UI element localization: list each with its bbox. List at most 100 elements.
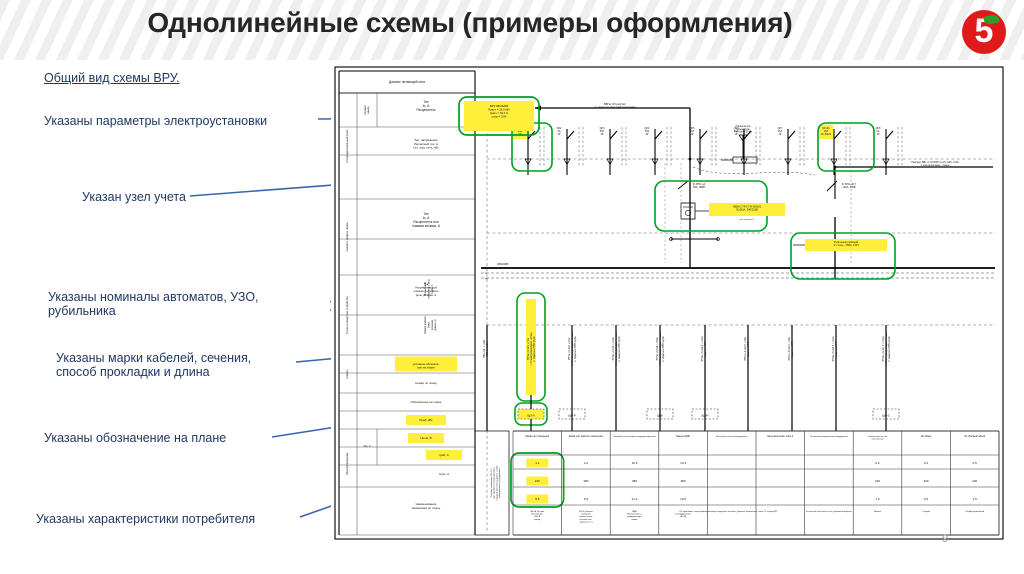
incomer-right-switch-icon bbox=[826, 180, 838, 192]
cable-label-8: ВВГнг-LS-3х2,5, L=12мскрытно в ВРУ bbox=[833, 336, 838, 361]
junction-dot-0 bbox=[688, 157, 692, 161]
sheet-border bbox=[334, 66, 1004, 540]
title-block-side-caption-0: Распределительный пункт bbox=[345, 129, 349, 163]
annotation-label-7: Указаны характеристики потребителя bbox=[36, 512, 256, 526]
outgoing-bus-label: Распред. ВВГ от 2/3 ВРУ кз 4,5 1х25, L=9… bbox=[911, 161, 959, 167]
meter-dial-icon bbox=[685, 210, 691, 216]
breaker-contact-5 bbox=[743, 130, 752, 140]
annotation-label-2: Указан узел учета bbox=[82, 190, 186, 204]
energy-meter-icon bbox=[680, 202, 696, 220]
table-cell-0-1: 220 bbox=[535, 479, 540, 483]
tb-voltage: Uном, В bbox=[420, 436, 431, 440]
meter-terminal-left bbox=[669, 237, 673, 241]
callout-QF Д1-box bbox=[817, 122, 875, 172]
supply-network-header: Данные питающей сети bbox=[389, 80, 425, 84]
header-chevron-pattern bbox=[0, 0, 1024, 62]
table-cell-highlight-0-2 bbox=[526, 494, 549, 504]
cable-label-0: ПВ3-1х6 / L=10мПВ3-1х1 кВ/м bbox=[484, 340, 489, 358]
table-col-header-0: Шкаф-щит освещения bbox=[525, 435, 550, 438]
table-col-header-2: Шкаф-щит вентиляции и кондиционирования bbox=[613, 435, 655, 438]
pyaterochka-logo-icon: 5 bbox=[962, 10, 1006, 54]
tb-current-work-highlight bbox=[426, 450, 462, 460]
meter-input-switch-icon bbox=[677, 180, 689, 190]
table-cell-8-0: 0,1 bbox=[924, 461, 929, 465]
tb-cable: Марка кабеля(тип)сечениедлина, м bbox=[423, 316, 437, 334]
planmark-label-2: ЩВК bbox=[657, 414, 663, 418]
page-number: 9 bbox=[941, 533, 949, 545]
switch-label-highlight bbox=[805, 239, 887, 251]
annotation-label-3: Указаны номиналы автоматов, УЗО, рубильн… bbox=[48, 290, 259, 318]
breaker-contact-3 bbox=[654, 130, 663, 140]
breaker-trip-icon-2 bbox=[606, 158, 614, 166]
busbar-n-label: N bbox=[485, 273, 487, 275]
cable-label-4: ВВГнг-LS-5х6, L=20м1. В электропроводках… bbox=[657, 332, 665, 366]
breaker-trip-icon-3 bbox=[651, 158, 659, 166]
header-divider bbox=[0, 60, 1024, 62]
title-block-side-caption-1: Аппарат защиты линии bbox=[345, 222, 349, 252]
table-cell-9-0: 0,5 bbox=[973, 461, 978, 465]
logo-digit: 5 bbox=[974, 12, 994, 50]
title-block-side-caption-4: Электроприемник bbox=[345, 452, 349, 475]
callout-table-values-box bbox=[510, 452, 565, 508]
breaker-trip-icon-8 bbox=[882, 158, 890, 166]
table-cell-2-1: 380 bbox=[632, 479, 637, 483]
breaker-QF1: QF125A1P bbox=[513, 125, 545, 175]
annotation-label-5: Указаны марки кабелей, сечения, способ п… bbox=[56, 351, 252, 379]
callout-switch-box bbox=[790, 232, 896, 280]
table-cell-7-1: 220 bbox=[875, 479, 880, 483]
cable-label-6: ВВГнг-LS-3х2,5, L=8мскрытно в ВРУ bbox=[745, 337, 750, 361]
table-col-header-3: Панель ЩОН bbox=[676, 436, 691, 438]
cable-label-3: ВВГнг-LS-5х6, L=14м1. В электропроводках… bbox=[613, 332, 621, 366]
table-col-header-4: Шк-секция слабого оборудования bbox=[716, 436, 747, 438]
table-col-footer-8: Общий bbox=[922, 510, 930, 513]
breaker-rating-highlight-7 bbox=[819, 125, 833, 139]
cable-label-5: ВВГнг-LS-3х2,5, L=10мскрытно в ВРУ bbox=[702, 336, 707, 361]
table-col-header-8: Эл-обмен bbox=[921, 436, 932, 438]
table-cell-3-2: 19,5 bbox=[680, 497, 686, 501]
table-col-footer-9: Общий резервный bbox=[965, 510, 985, 513]
meter-terminal-right bbox=[716, 237, 720, 241]
tb-plan-symbol-highlight bbox=[395, 356, 457, 372]
cable-label-7: ВВГнг-LS-3х2,5, L=8мскрытно в ВРУ bbox=[789, 337, 794, 361]
cable-label-9: ВВГнг-LS-3х1,5, L=15м1. В электропроводк… bbox=[883, 332, 891, 366]
table-col-header-5: Шк-секция нижн. обор-я bbox=[768, 436, 794, 438]
callout-params-box bbox=[458, 96, 540, 136]
page-title: Однолинейные схемы (примеры оформления) bbox=[147, 7, 793, 38]
breaker-contact-7 bbox=[833, 130, 842, 140]
tb-starter: Магнитныйпускатель (тип)Iном, А bbox=[423, 279, 434, 298]
slide-header: Однолинейные схемы (примеры оформления) … bbox=[0, 0, 1024, 62]
annotation-label-1: Указаны параметры электроустановки bbox=[44, 114, 268, 128]
table-cell-8-1: 220 bbox=[924, 479, 929, 483]
cable-highlight-1 bbox=[526, 299, 536, 395]
table-cell-1-0: 4,2 bbox=[584, 461, 589, 465]
meter-label-highlight bbox=[709, 203, 785, 216]
interlock-link bbox=[692, 166, 816, 176]
incoming-cable-label: ВВГнг 4П рц/(тип)от линии подачи электро… bbox=[594, 102, 636, 109]
diagram-wires: ВВГнг 4П рц/(тип)от линии подачи электро… bbox=[481, 101, 995, 531]
breaker-trip-icon-4 bbox=[696, 158, 704, 166]
tb-power-highlight bbox=[406, 415, 446, 425]
busbar-pe-label: PE bbox=[485, 279, 488, 281]
params-highlight bbox=[464, 101, 534, 131]
incoming-arrow-icon bbox=[535, 105, 541, 111]
table-cell-0-0: 1,1 bbox=[535, 461, 540, 465]
table-col-footer-6: Контактная слаботочная сеть / дымовое из… bbox=[806, 511, 852, 513]
